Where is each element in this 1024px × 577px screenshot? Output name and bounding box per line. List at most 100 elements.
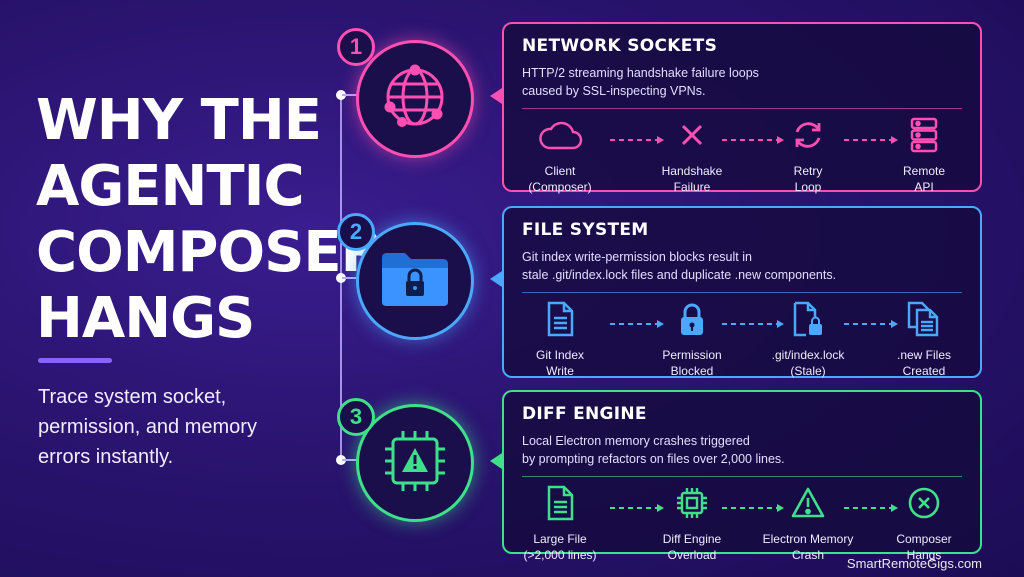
server-icon (909, 117, 939, 158)
step-label: (Composer) (528, 180, 592, 194)
step-number-badge: 1 (337, 28, 375, 66)
card-divider (522, 108, 962, 109)
card-pointer (490, 453, 502, 469)
card-description: Local Electron memory crashes triggered … (522, 432, 962, 468)
title-line: WHY THE (36, 88, 322, 153)
step-label: Overload (667, 548, 717, 562)
step-label: Crash (791, 548, 824, 562)
step-label: Permission (662, 348, 722, 362)
step-label: Loop (794, 180, 822, 194)
step-label: API (914, 180, 934, 194)
step-label: Electron Memory (762, 532, 854, 546)
timeline-tick (342, 94, 358, 96)
card-diff-engine: DIFF ENGINE Local Electron memory crashe… (502, 390, 982, 562)
flow-step: Large File (>2,000 lines) (510, 485, 610, 563)
timeline-dot (336, 273, 346, 283)
card-file-system: FILE SYSTEM Git index write-permission b… (502, 206, 982, 378)
title-line: COMPOSER (36, 220, 384, 285)
card-heading: FILE SYSTEM (522, 220, 649, 240)
step-label: .new Files (896, 348, 952, 362)
flow-step: .git/index.lock (Stale) (758, 301, 858, 379)
locked-document-icon (791, 301, 825, 342)
flow-arrow (722, 504, 784, 512)
timeline-dot (336, 90, 346, 100)
card-divider (522, 292, 962, 293)
site-credit: SmartRemoteGigs.com (846, 556, 982, 571)
cloud-icon (537, 118, 583, 157)
title-underline (38, 358, 112, 363)
document-icon (545, 301, 575, 342)
description-line: HTTP/2 streaming handshake failure loops (522, 66, 759, 80)
step-label: Handshake (661, 164, 723, 178)
description-line: Local Electron memory crashes triggered (522, 434, 750, 448)
locked-folder-icon (378, 248, 452, 315)
step-label: Diff Engine (662, 532, 722, 546)
card-description: HTTP/2 streaming handshake failure loops… (522, 64, 962, 100)
step-label: (Stale) (790, 364, 826, 378)
stage-circle-file-system (356, 222, 474, 340)
retry-icon (791, 118, 825, 157)
document-icon (545, 485, 575, 526)
card-description: Git index write-permission blocks result… (522, 248, 962, 284)
timeline-tick (342, 277, 358, 279)
title-line: HANGS (36, 286, 255, 351)
card-divider (522, 476, 962, 477)
globe-network-icon (380, 62, 450, 137)
step-label: Failure (673, 180, 711, 194)
description-line: stale .git/index.lock files and duplicat… (522, 268, 837, 282)
flow-arrow (610, 136, 664, 144)
step-label: Composer (896, 532, 952, 546)
step-label: Client (544, 164, 576, 178)
flow-arrow (610, 320, 664, 328)
step-number-badge: 3 (337, 398, 375, 436)
chip-warning-icon (380, 426, 450, 501)
timeline-tick (342, 459, 358, 461)
step-label: (>2,000 lines) (523, 548, 597, 562)
step-label: Created (902, 364, 946, 378)
flow-arrow (844, 504, 898, 512)
description-line: Git index write-permission blocks result… (522, 250, 752, 264)
stage-circle-network (356, 40, 474, 158)
card-pointer (490, 88, 502, 104)
step-label: Retry (793, 164, 823, 178)
step-label: Remote (902, 164, 946, 178)
card-heading: DIFF ENGINE (522, 404, 647, 424)
step-label: Git Index (535, 348, 585, 362)
flow-arrow (844, 136, 898, 144)
chip-icon (675, 486, 709, 525)
padlock-icon (677, 301, 707, 342)
step-label: Large File (533, 532, 587, 546)
flow-arrow (722, 320, 784, 328)
card-pointer (490, 271, 502, 287)
flow-arrow (844, 320, 898, 328)
card-network-sockets: NETWORK SOCKETS HTTP/2 streaming handsha… (502, 22, 982, 194)
flow-arrow (610, 504, 664, 512)
x-icon (677, 120, 707, 155)
main-title: WHY THE AGENTIC COMPOSER HANGS (36, 88, 384, 352)
title-line: AGENTIC (36, 154, 305, 219)
step-label: Write (546, 364, 574, 378)
subtitle: Trace system socket, permission, and mem… (38, 386, 257, 468)
documents-icon (906, 301, 942, 342)
stage-circle-diff-engine (356, 404, 474, 522)
description-line: caused by SSL-inspecting VPNs. (522, 84, 706, 98)
step-number-badge: 2 (337, 213, 375, 251)
step-label: .git/index.lock (771, 348, 845, 362)
x-circle-icon (907, 486, 941, 525)
warning-icon (790, 486, 826, 525)
card-heading: NETWORK SOCKETS (522, 36, 718, 56)
description-line: by prompting refactors on files over 2,0… (522, 452, 785, 466)
flow-arrow (722, 136, 784, 144)
timeline-dot (336, 455, 346, 465)
step-label: Hangs (906, 548, 942, 562)
